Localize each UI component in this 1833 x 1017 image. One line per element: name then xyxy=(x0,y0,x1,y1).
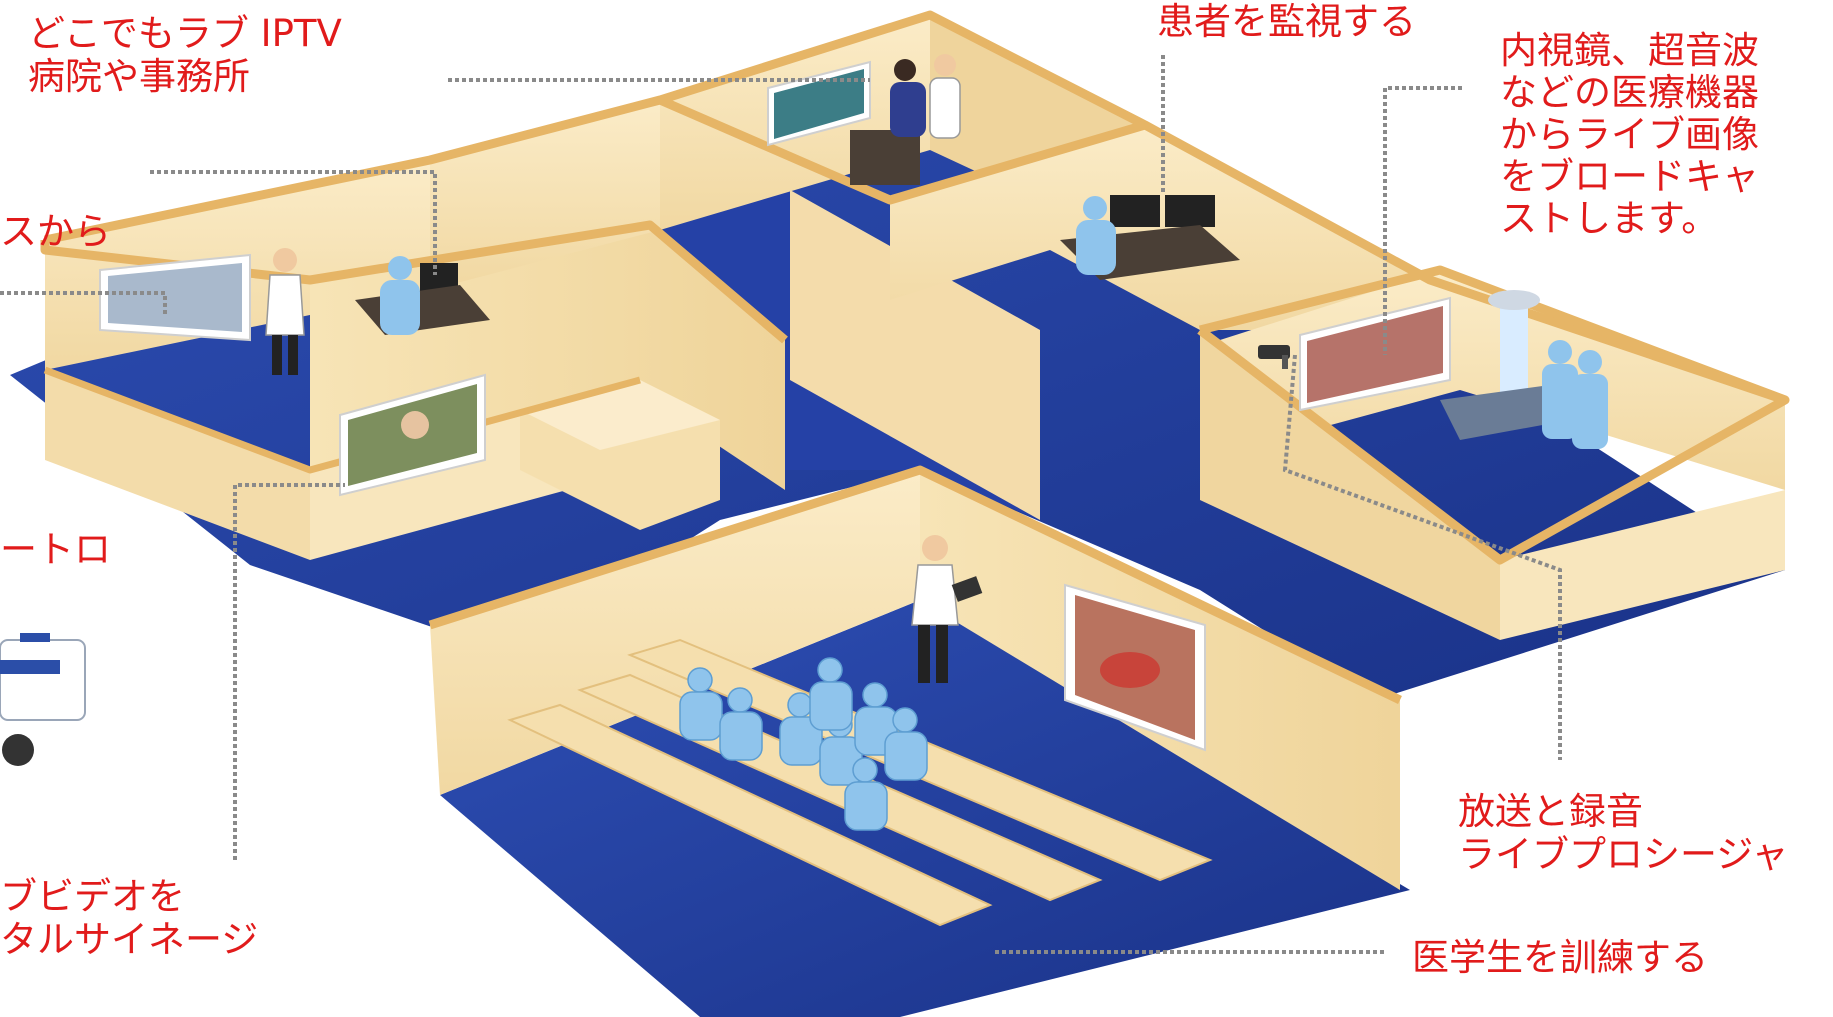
label-train-students: 医学生を訓練する xyxy=(1412,936,1708,979)
label-from: スから xyxy=(0,210,111,253)
doctor-left-room xyxy=(265,248,305,375)
wall-trim-or xyxy=(1197,265,1790,565)
lecture-wall-trim xyxy=(428,465,1402,705)
label-digital-signage: ブビデオを タルサイネージ xyxy=(0,875,259,961)
workstation-left xyxy=(355,256,490,335)
label-monitor-patients: 患者を監視する xyxy=(1157,0,1416,43)
wall-trim-left-room xyxy=(40,220,788,344)
screen-left-room xyxy=(99,253,251,342)
lecturer xyxy=(911,535,983,683)
surgery-team xyxy=(1440,290,1608,449)
bench-1 xyxy=(507,703,993,927)
monitoring-desk xyxy=(1060,195,1240,280)
wall-trim-top xyxy=(44,10,1787,405)
patient-room-people xyxy=(850,54,961,185)
label-broadcast-record: 放送と録音 ライブプロシージャ xyxy=(1458,790,1789,876)
lecture-screen xyxy=(1064,583,1206,752)
students xyxy=(679,657,928,831)
screen-patient-room xyxy=(767,60,871,147)
left-room-front-wall xyxy=(45,370,310,560)
label-toro: ートロ xyxy=(0,528,111,571)
ambulance xyxy=(0,633,86,766)
wall-trim-front xyxy=(43,366,641,474)
monitoring-room-wall xyxy=(890,125,1430,330)
corridor-right-wall xyxy=(790,190,1040,520)
screen-weather xyxy=(339,373,486,497)
wall-trim-patient xyxy=(658,95,1147,205)
label-medical-devices: 内視鏡、超音波 などの医療機器 からライブ画像 をブロードキャ ストします。 xyxy=(1500,29,1759,240)
operating-room-front-wall-2 xyxy=(1500,490,1785,640)
label-iptv: どこでもラブ IPTV 病院や事務所 xyxy=(28,12,342,98)
leader-lines xyxy=(0,55,1562,954)
screen-or-room xyxy=(1299,296,1451,412)
security-camera-icon xyxy=(1258,345,1290,369)
operating-room-front-wall xyxy=(1200,330,1500,640)
